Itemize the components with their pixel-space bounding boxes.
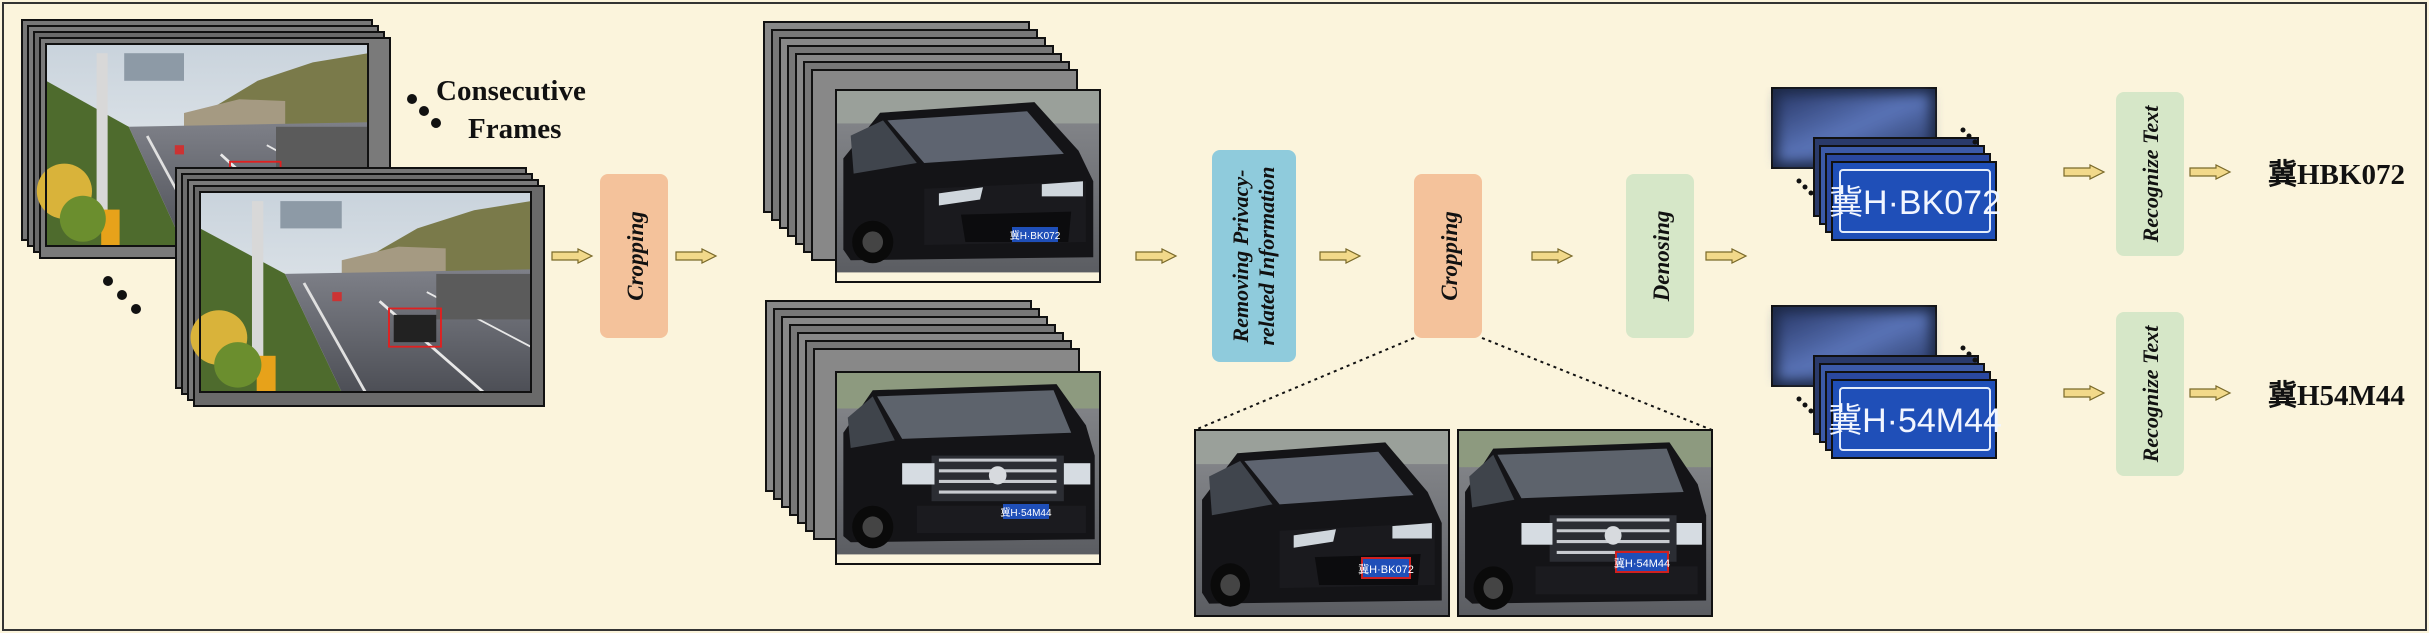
suv-crops-stack: 冀H·54M44: [765, 300, 1103, 565]
frames-label: Frames: [468, 113, 561, 145]
arrow-8: [2063, 385, 2105, 401]
result-2: 冀H54M44: [2268, 379, 2405, 412]
suv-plate-text: 冀H·54M44: [1000, 506, 1052, 519]
recognize-box-1: [2116, 92, 2184, 256]
recognize-box-2: [2116, 312, 2184, 476]
zoom-suv-plate: 冀H·54M44: [1614, 556, 1670, 570]
result-1: 冀HBK072: [2268, 158, 2405, 191]
cropping-box-2: [1414, 174, 1482, 338]
privacy-label-line1: Removing Privacy-: [1228, 170, 1253, 344]
cropping-label-2: Cropping: [1437, 211, 1462, 300]
arrow-9: [2189, 164, 2231, 180]
plate-stack-2: 冀H·54M44: [1771, 305, 2002, 459]
cropping-label-1: Cropping: [623, 211, 648, 300]
arrow-2: [675, 248, 717, 264]
zoom-minivan-plate: 冀H·BK072: [1358, 562, 1414, 576]
zoom-suv: 冀H·54M44: [1456, 428, 1714, 618]
minivan-plate: [1012, 227, 1058, 242]
zoom-line-right: [1481, 337, 1713, 431]
cropping-box-1: [600, 174, 668, 338]
frames-dots-top: [407, 94, 441, 128]
consecutive-label: Consecutive: [436, 75, 586, 107]
privacy-label-line2: related Information: [1254, 166, 1279, 345]
recognize-label-1: Recognize Text: [2138, 105, 2163, 244]
minivan-plate-text: 冀H·BK072: [1010, 229, 1061, 242]
plate-2-text: 冀H·54M44: [1828, 402, 2002, 440]
arrow-4: [1319, 248, 1361, 264]
arrow-1: [551, 248, 593, 264]
frames-dots-bottom: [103, 276, 141, 314]
minivan-crops-stack: 冀H·BK072: [763, 21, 1101, 283]
zoom-minivan: 冀H·BK072: [1194, 429, 1450, 617]
arrow-5: [1531, 248, 1573, 264]
frames-stack-bottom: [175, 167, 545, 407]
arrow-6: [1705, 248, 1747, 264]
privacy-box: [1212, 150, 1296, 362]
denoise-label: Denosing: [1649, 211, 1674, 303]
suv-plate: [1003, 504, 1049, 519]
zoom-line-left: [1194, 337, 1415, 431]
arrow-3: [1135, 248, 1177, 264]
denoise-box: [1626, 174, 1694, 338]
arrow-10: [2189, 385, 2231, 401]
plate-stack-1: 冀H·BK072: [1771, 87, 2001, 241]
recognize-label-2: Recognize Text: [2138, 325, 2163, 464]
arrow-7: [2063, 164, 2105, 180]
plate-1-text: 冀H·BK072: [1829, 184, 2001, 222]
